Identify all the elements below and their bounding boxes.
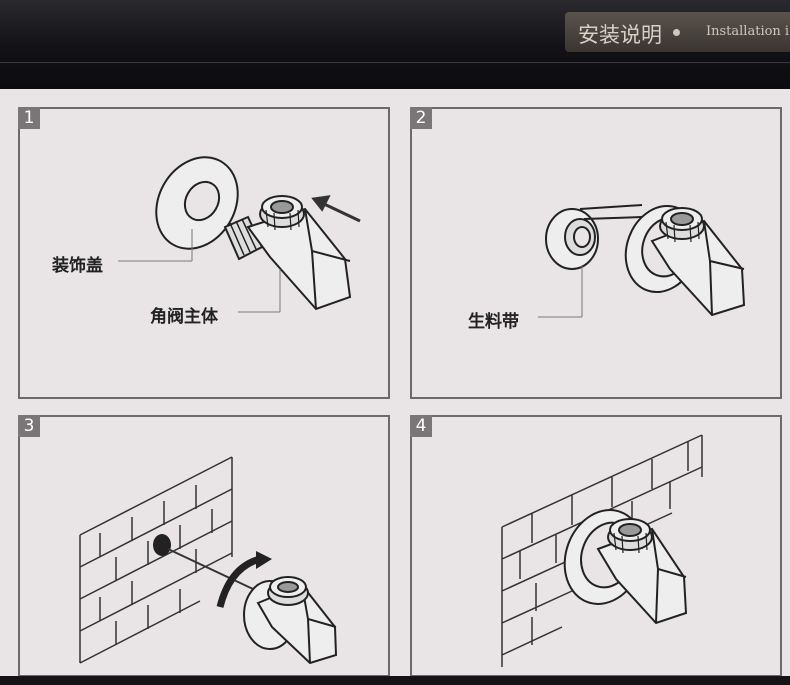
step-3-illustration [20, 417, 392, 679]
step-4-illustration [412, 417, 784, 679]
section-title-chinese: 安装说明 [578, 19, 662, 49]
label-ptfe-tape: 生料带 [468, 307, 519, 332]
section-title-english: Installation i [706, 24, 789, 39]
page-header: 安装说明 Installation i [0, 0, 790, 89]
step-panel-2: 2 生料带 [410, 107, 782, 399]
step-2-illustration [412, 109, 784, 401]
step-panel-3: 3 [18, 415, 390, 677]
title-bullet-icon [673, 29, 680, 36]
step-panel-1: 1 装饰盖 [18, 107, 390, 399]
label-valve-body: 角阀主体 [150, 302, 218, 327]
step-panel-4: 4 [410, 415, 782, 677]
header-divider [0, 62, 790, 63]
page-footer-bar [0, 676, 790, 685]
label-escutcheon: 装饰盖 [52, 251, 103, 276]
